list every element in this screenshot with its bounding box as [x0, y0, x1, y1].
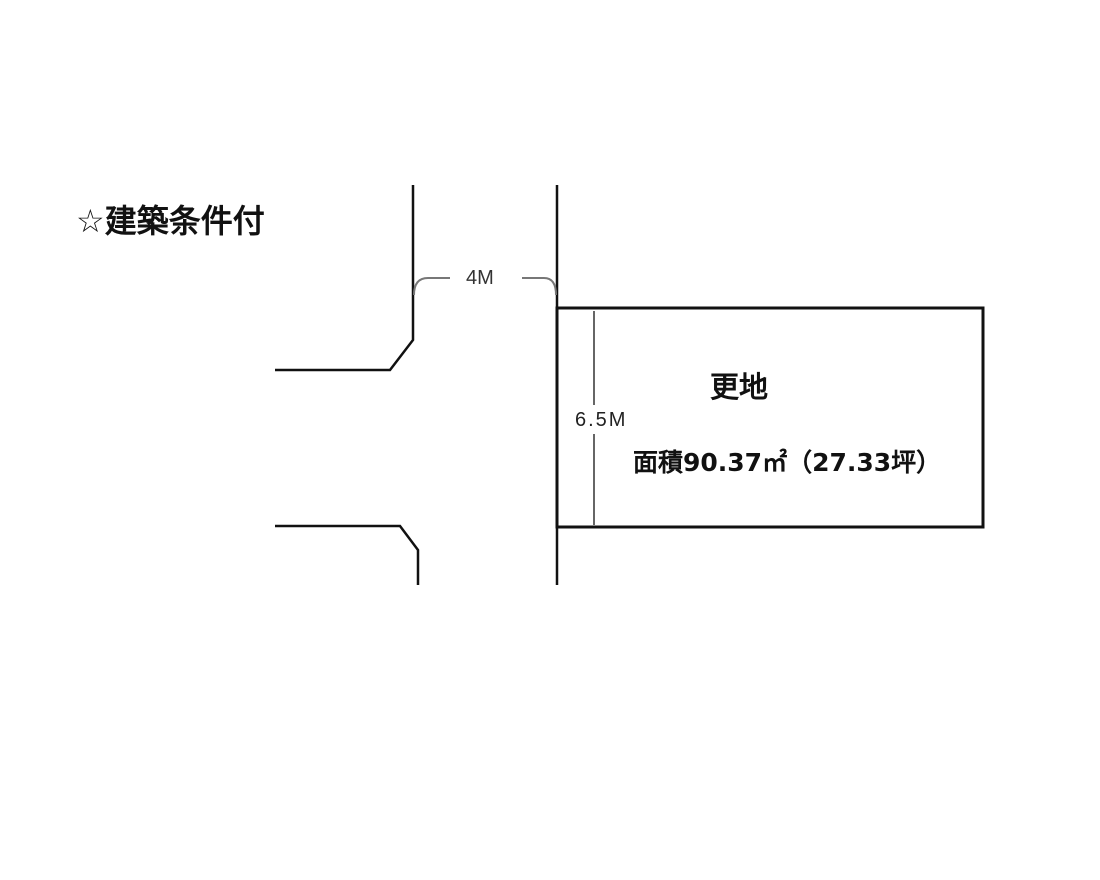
plot-boundary	[555, 306, 985, 529]
frontage-label: 6.5M	[575, 409, 628, 431]
road-edge-upper-left	[275, 185, 415, 372]
building-condition-title: ☆建築条件付	[76, 202, 265, 240]
plot-type-label: 更地	[710, 370, 769, 404]
plot-area-label: 面積90.37㎡（27.33坪）	[633, 448, 942, 477]
road-width-label: 4M	[466, 267, 494, 289]
road-edge-lower-left	[275, 524, 420, 585]
road-width-dimension	[413, 277, 557, 296]
